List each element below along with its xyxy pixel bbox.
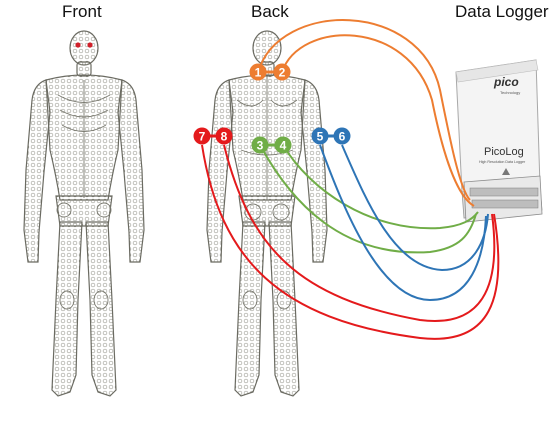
sensor-5: 5 bbox=[311, 127, 329, 145]
sensor-pair-left-shoulder: 7 8 bbox=[193, 127, 233, 145]
sensor-7: 7 bbox=[193, 127, 211, 145]
sensor-2: 2 bbox=[273, 63, 291, 81]
sensor-label: 8 bbox=[221, 130, 228, 144]
warning-icon bbox=[502, 168, 510, 175]
sensor-pair-right-shoulder: 5 6 bbox=[311, 127, 351, 145]
sensor-pair-spine: 3 4 bbox=[251, 136, 292, 154]
sensor-label: 6 bbox=[339, 130, 346, 144]
sensor-3: 3 bbox=[251, 136, 269, 154]
wires-neck bbox=[257, 19, 475, 207]
back-figure bbox=[206, 30, 328, 397]
front-figure bbox=[23, 30, 145, 397]
data-logger-device: pico Technology PicoLog High Resolution … bbox=[455, 59, 543, 223]
sensor-4: 4 bbox=[274, 136, 292, 154]
logger-product-sub: High Resolution Data Logger bbox=[479, 160, 526, 164]
heading-back: Back bbox=[251, 2, 289, 21]
logger-brand: pico bbox=[493, 75, 519, 89]
wires-spine bbox=[259, 144, 479, 254]
sensor-label: 3 bbox=[257, 139, 264, 153]
wires-left-shoulder bbox=[201, 144, 500, 340]
sensor-label: 4 bbox=[280, 139, 287, 153]
heading-front: Front bbox=[62, 2, 102, 21]
heading-data-logger: Data Logger bbox=[455, 2, 549, 21]
sensor-label: 1 bbox=[255, 66, 262, 80]
sensor-label: 7 bbox=[199, 130, 206, 144]
logger-brand-sub: Technology bbox=[500, 90, 520, 95]
sensor-8: 8 bbox=[215, 127, 233, 145]
sensor-label: 5 bbox=[317, 130, 324, 144]
sensor-6: 6 bbox=[333, 127, 351, 145]
wires-right-shoulder bbox=[319, 144, 489, 302]
eyes bbox=[75, 42, 93, 48]
sensor-1: 1 bbox=[249, 63, 267, 81]
logger-product: PicoLog bbox=[484, 146, 524, 158]
sensor-pair-neck: 1 2 bbox=[249, 63, 291, 81]
sensor-label: 2 bbox=[279, 66, 286, 80]
